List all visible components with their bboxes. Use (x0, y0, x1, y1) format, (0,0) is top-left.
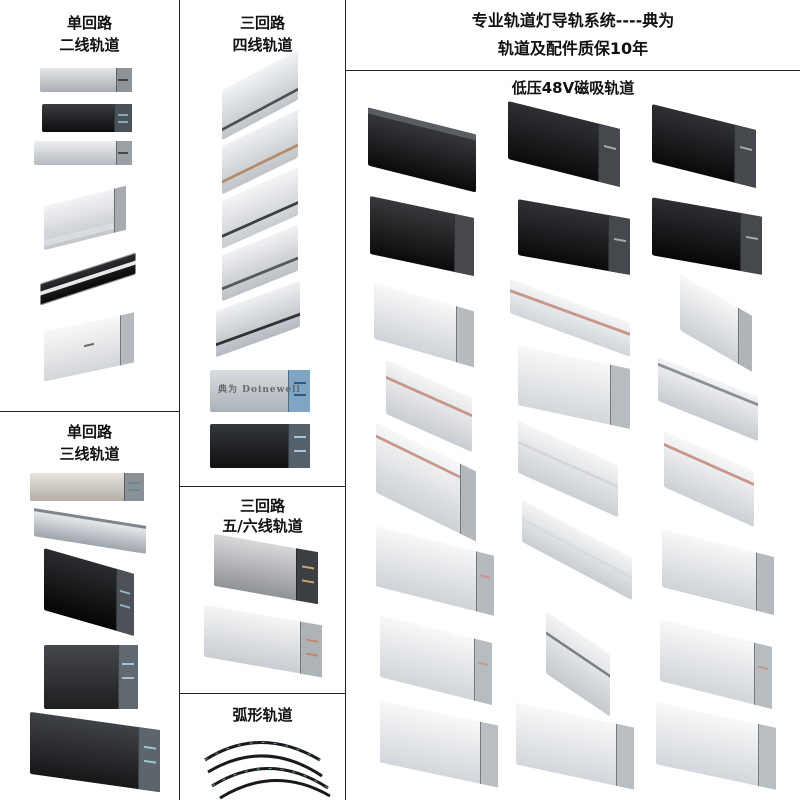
section-three-four-wire: 三回路 四线轨道 典为 Doinewell (180, 0, 345, 486)
track-product-image (44, 645, 138, 709)
track-product-image (44, 185, 126, 251)
track-product-image (380, 615, 492, 705)
section-magnetic-track: 低压48V磁吸轨道 (346, 71, 800, 800)
section-title-line1: 三回路 (239, 497, 285, 515)
section-three-five-six-wire: 三回路 五/六线轨道 (180, 487, 345, 693)
track-product-image (210, 370, 310, 412)
track-product-image (376, 526, 494, 616)
section-title-line1: 单回路 (66, 423, 112, 441)
page-header: 专业轨道灯导轨系统----典为 轨道及配件质保10年 (346, 0, 800, 70)
track-product-image (210, 424, 310, 468)
track-product-image (546, 611, 610, 717)
section-title-line2: 二线轨道 (59, 36, 120, 54)
divider-left-mid (0, 411, 179, 412)
track-product-image (680, 274, 752, 372)
track-product-image (40, 252, 136, 306)
page-subtitle: 轨道及配件质保10年 (497, 39, 649, 58)
section-title-line1: 单回路 (66, 14, 112, 32)
track-product-image (516, 702, 634, 790)
section-single-three-wire: 单回路 三线轨道 (0, 411, 179, 800)
track-product-image (44, 312, 134, 382)
track-product-image (368, 107, 476, 193)
divider-center-2 (179, 693, 345, 694)
section-single-two-wire: 单回路 二线轨道 (0, 0, 179, 411)
track-product-image (42, 104, 132, 132)
curved-track-image (204, 741, 331, 800)
page-title: 专业轨道灯导轨系统----典为 (471, 11, 675, 30)
track-product-image (508, 101, 620, 187)
track-product-image (34, 508, 146, 554)
track-product-image (518, 420, 618, 518)
track-product-image (374, 282, 474, 368)
section-title-line2: 五/六线轨道 (222, 517, 303, 535)
track-product-image (204, 604, 322, 678)
track-product-image (518, 345, 630, 429)
track-product-image (214, 533, 318, 605)
track-product-image (664, 430, 754, 528)
section-title: 弧形轨道 (232, 706, 293, 724)
track-product-image (662, 529, 774, 615)
section-title-line2: 三线轨道 (59, 445, 120, 463)
track-product-image (40, 68, 132, 92)
section-curved-track: 弧形轨道 (180, 694, 345, 800)
track-product-image (660, 619, 772, 709)
track-product-image (652, 197, 762, 275)
brand-logo-watermark: 典为 Doinewell (218, 385, 301, 395)
section-title-line2: 四线轨道 (232, 36, 293, 54)
track-product-image (510, 279, 630, 357)
divider-right (345, 0, 346, 800)
section-title-line1: 三回路 (239, 14, 285, 32)
track-product-image (658, 356, 758, 442)
track-product-image (30, 711, 160, 793)
track-product-image (656, 702, 776, 790)
track-product-image (370, 195, 474, 277)
section-title: 低压48V磁吸轨道 (511, 79, 635, 97)
track-product-image (30, 473, 144, 501)
track-product-image (44, 548, 134, 636)
divider-header (345, 70, 800, 71)
divider-left (179, 0, 180, 800)
track-product-image (518, 199, 630, 275)
track-product-image (380, 700, 498, 788)
track-product-image (34, 141, 132, 165)
track-product-image (652, 104, 756, 188)
divider-center-1 (179, 486, 345, 487)
